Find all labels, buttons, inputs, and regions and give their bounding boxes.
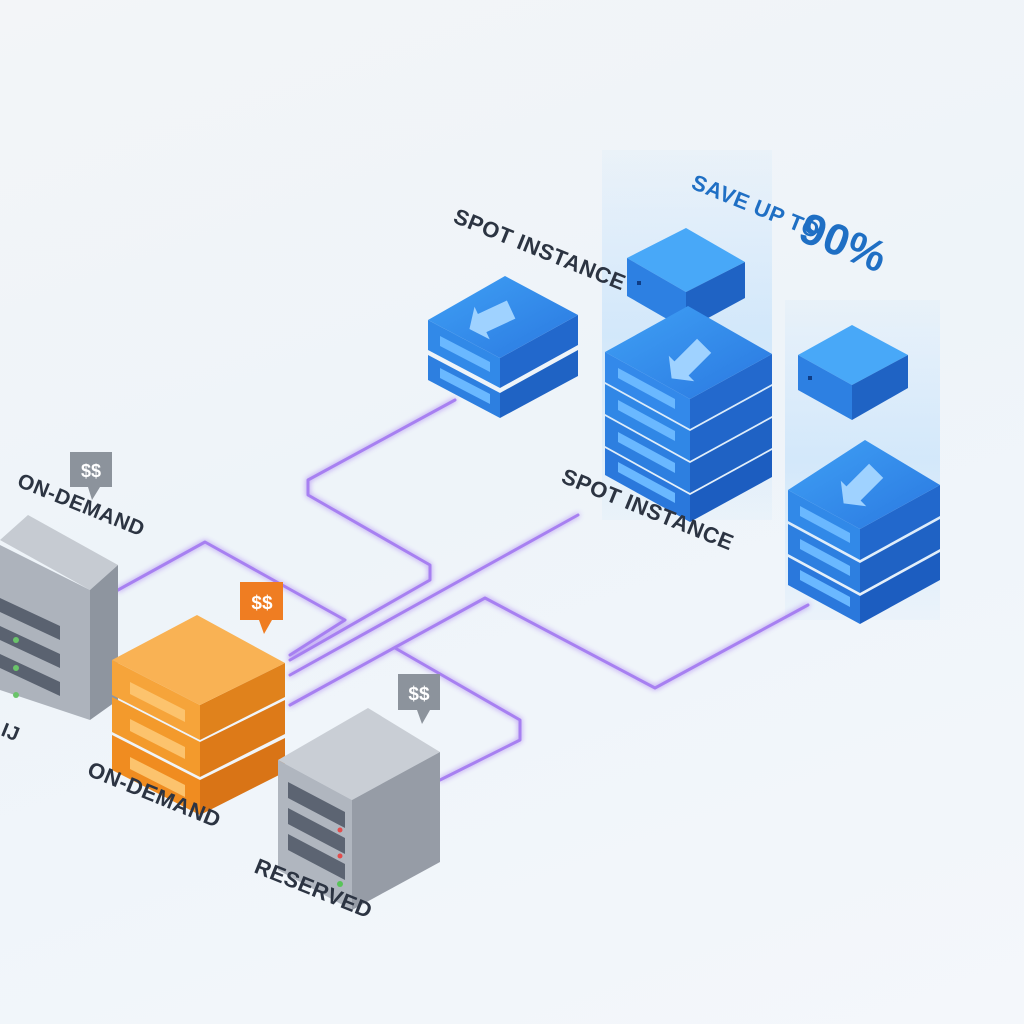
price-tag-label: $$	[251, 593, 273, 614]
connector-lines	[116, 398, 810, 782]
price-tag-icon: $$	[70, 452, 112, 500]
server-unit-floating	[627, 228, 745, 330]
savings-value: 90%	[793, 203, 894, 282]
down-arrow-icon	[668, 338, 712, 382]
down-arrow-icon	[840, 463, 884, 507]
server-stack-on-demand	[112, 615, 285, 815]
server-stack-spot-left	[428, 276, 578, 418]
server-stack-spot-center	[605, 306, 772, 522]
price-tag-icon: $$	[240, 582, 283, 634]
connector-line	[288, 596, 810, 707]
price-tag-label: $$	[408, 684, 430, 705]
connector-line	[288, 513, 580, 677]
price-tag-label: $$	[81, 461, 101, 481]
label-partial-left: IJ	[0, 719, 23, 746]
server-rack-reserved	[278, 708, 440, 910]
price-tag-icon: $$	[398, 674, 440, 724]
connector-line	[116, 540, 347, 657]
down-arrow-icon	[469, 300, 516, 340]
connector-line	[288, 398, 457, 662]
server-unit-floating	[798, 325, 908, 420]
server-stack-spot-right	[788, 440, 940, 624]
connector-line	[393, 646, 522, 782]
server-rack-on-demand-left	[0, 515, 118, 720]
